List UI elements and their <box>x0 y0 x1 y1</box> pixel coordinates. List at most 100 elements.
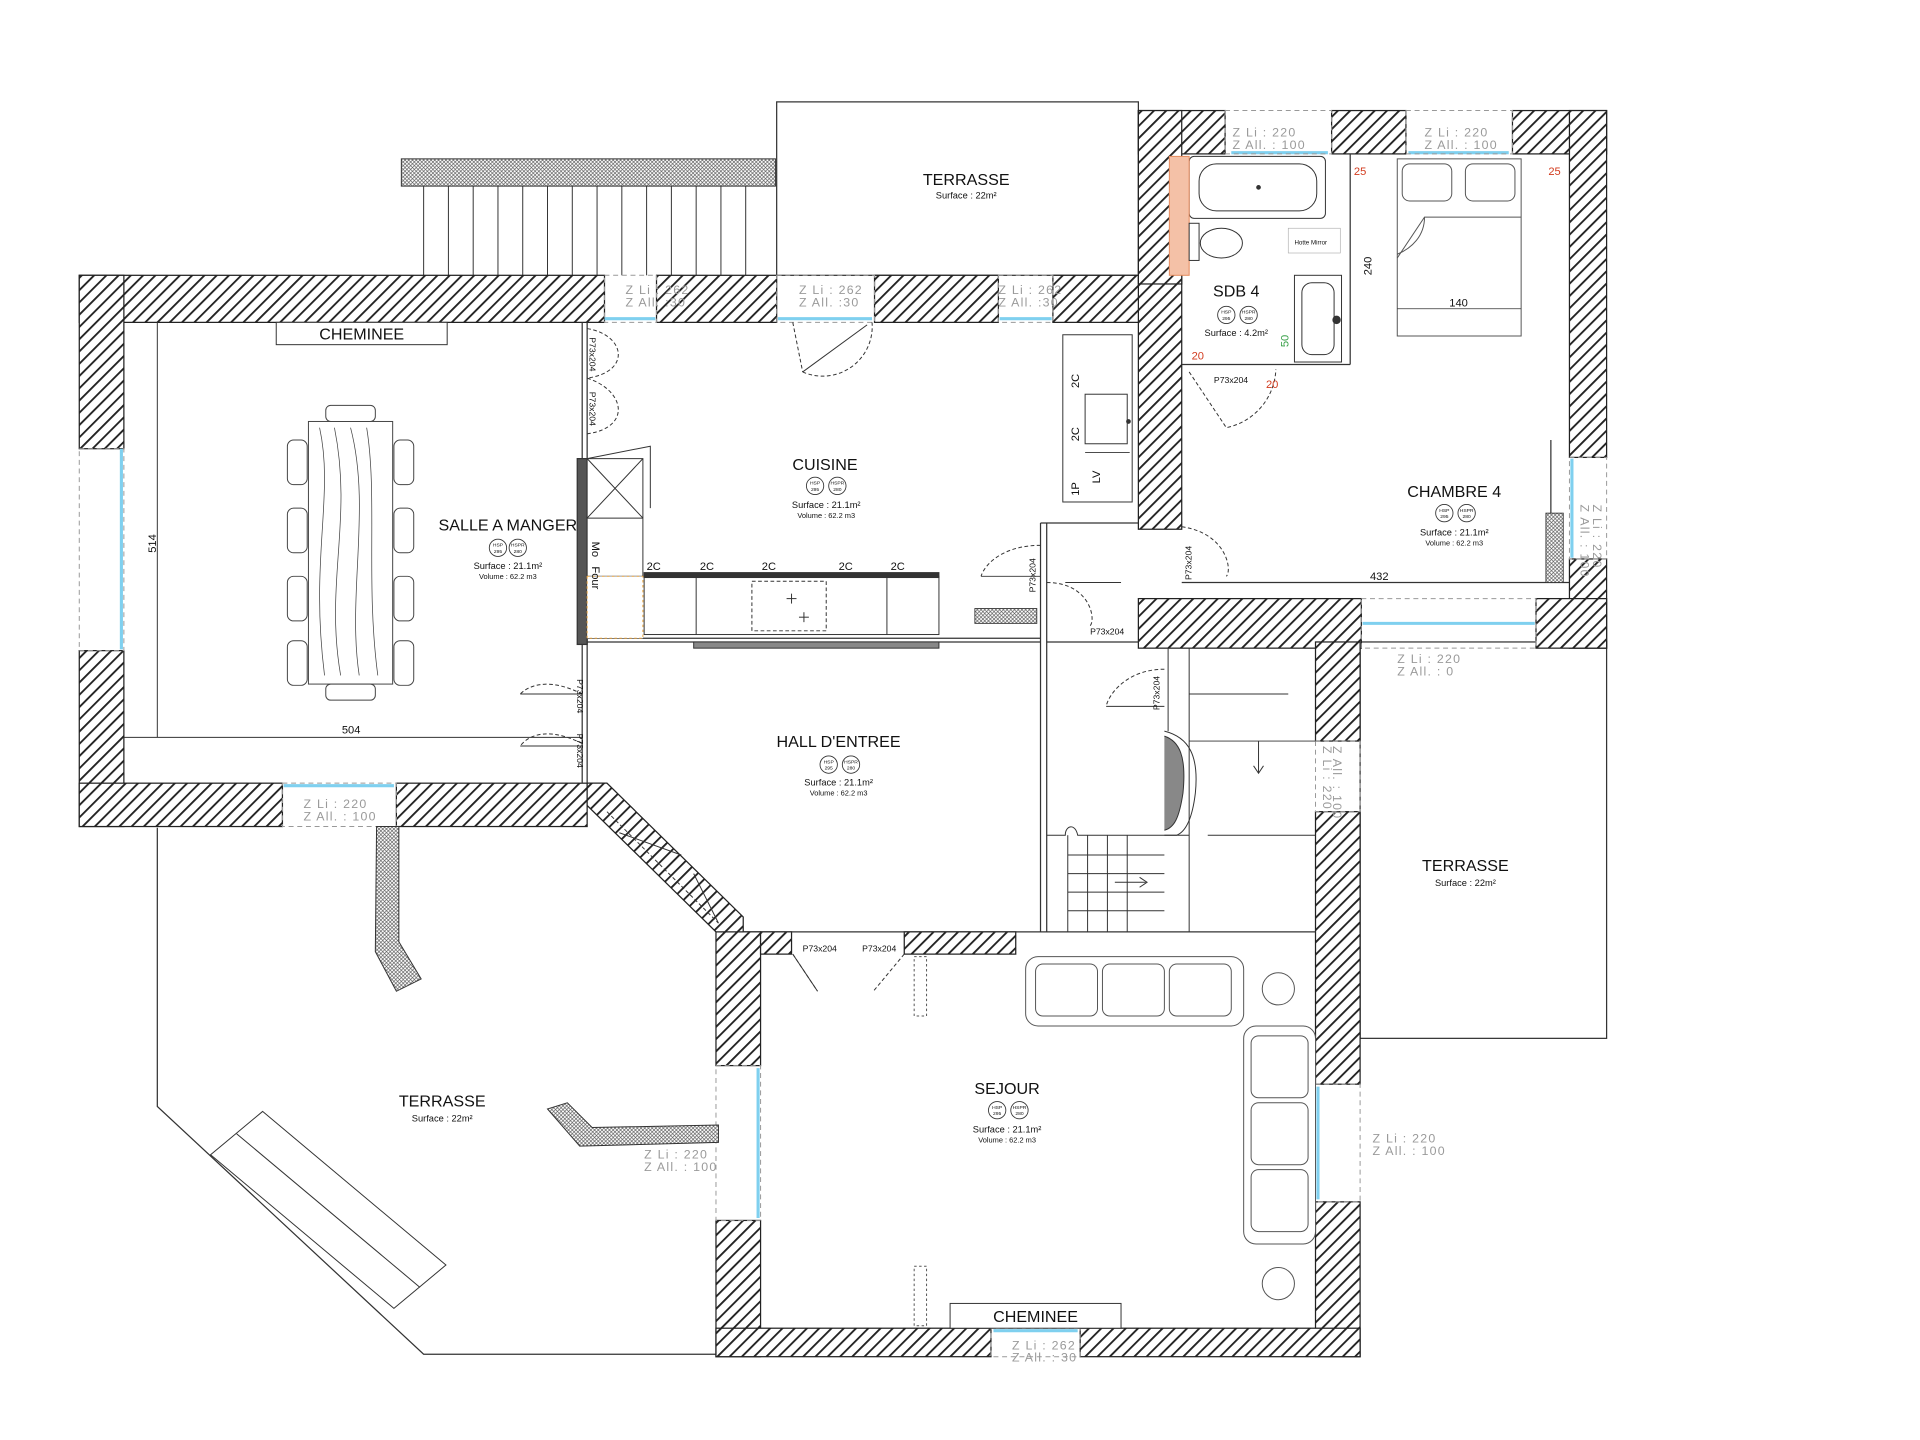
room-surface: Surface : 22m² <box>936 191 997 201</box>
label-2c: 2C <box>700 561 714 573</box>
w-bedright-all: Z All. : 100 <box>1578 504 1592 577</box>
room-surface: Surface : 21.1m² <box>973 1124 1042 1134</box>
w-stair-all: Z All. : 100 <box>1330 746 1344 819</box>
dim-432: 432 <box>1370 571 1389 583</box>
w-sejour-left-li: Z Li : 220 <box>644 1148 708 1162</box>
svg-text:280: 280 <box>833 487 841 493</box>
svg-text:295: 295 <box>993 1111 1001 1117</box>
label-2c: 2C <box>839 561 853 573</box>
svg-text:HSPR: HSPR <box>1242 310 1256 316</box>
room-name: CHAMBRE 4 <box>1407 483 1501 501</box>
dim-25a: 25 <box>1354 166 1366 178</box>
hsp-badges: HSP 295 HSPR 280 <box>1217 305 1258 325</box>
room-name: TERRASSE <box>399 1092 486 1110</box>
terrace-bench <box>209 1110 447 1310</box>
w-top1-li: Z Li : 220 <box>1233 126 1297 140</box>
svg-text:HSPR: HSPR <box>844 759 858 765</box>
label-2c: 2C <box>891 561 905 573</box>
label-2c: 2C <box>762 561 776 573</box>
w-stair-li: Z Li : 220 <box>1320 746 1334 810</box>
walls <box>78 109 1608 1358</box>
w-bedbottom-li: Z Li : 220 <box>1397 652 1461 666</box>
fireplace-top: CHEMINEE <box>275 321 448 346</box>
doors <box>519 322 1277 992</box>
svg-text:295: 295 <box>494 549 502 555</box>
room-surface: Surface : 22m² <box>412 1113 473 1123</box>
fireplace-bottom: CHEMINEE <box>949 1302 1122 1329</box>
hsp-badges: HSP 295 HSPR 280 <box>1435 504 1476 523</box>
w-k3-all: Z All. :30 <box>998 295 1059 309</box>
svg-text:HSPR: HSPR <box>1460 508 1474 514</box>
dim-25b: 25 <box>1548 166 1560 178</box>
hsp-badges: HSP 295 HSPR 280 <box>819 755 861 774</box>
svg-text:HSP: HSP <box>824 759 835 765</box>
room-volume: Volume : 62.2 m3 <box>810 789 868 798</box>
w-bedright-li: Z Li : 220 <box>1590 504 1604 568</box>
door-label: P73x204 <box>575 734 585 768</box>
room-terrasse-top: TERRASSE Surface : 22m² <box>923 171 1010 201</box>
w-k2-li: Z Li : 262 <box>799 283 863 297</box>
door-label: P73x204 <box>588 337 598 371</box>
svg-text:280: 280 <box>1463 514 1471 520</box>
w-k2-all: Z All. :30 <box>799 295 860 309</box>
door-label: P73x204 <box>1028 558 1038 592</box>
room-terrasse-left: TERRASSE Surface : 22m² <box>399 1092 486 1123</box>
room-surface: Surface : 21.1m² <box>804 778 873 788</box>
room-salle-a-manger: SALLE A MANGER HSP 295 HSPR 280 Surface … <box>439 516 578 580</box>
dim-240: 240 <box>1362 257 1374 276</box>
pergola <box>400 158 776 276</box>
w-bedbottom-all: Z All. : 0 <box>1397 664 1454 678</box>
door-label: P73x204 <box>575 679 585 713</box>
svg-text:HSP: HSP <box>1439 508 1450 514</box>
room-cuisine: CUISINE HSP 295 HSPR 280 Surface : 21.1m… <box>792 456 861 520</box>
door-label: P73x204 <box>803 944 837 954</box>
hsp-badges: HSP 295 HSPR 280 <box>988 1101 1029 1120</box>
door-label: P73x204 <box>1090 627 1124 637</box>
room-surface: Surface : 21.1m² <box>474 561 543 571</box>
svg-text:280: 280 <box>514 549 522 555</box>
w-k3-li: Z Li : 262 <box>998 283 1062 297</box>
hsp-badges: HSP 295 HSPR 280 <box>488 538 527 557</box>
label-2c: 2C <box>647 561 661 573</box>
door-label: P73x204 <box>1214 375 1248 385</box>
dimensions: 514 504 240 140 432 25 25 20 20 50 <box>147 166 1561 737</box>
dim-50: 50 <box>1279 335 1291 347</box>
hotte-label: Hotte Mirror <box>1294 239 1327 246</box>
window-labels: Z Li : 220 Z All. : 100 Z Li : 220 Z All… <box>303 126 1603 1365</box>
room-name: TERRASSE <box>1422 857 1509 875</box>
w-sejour-left-all: Z All. : 100 <box>644 1160 717 1174</box>
w-top2-all: Z All. : 100 <box>1425 138 1498 152</box>
svg-text:280: 280 <box>1015 1111 1023 1117</box>
kitchen-counter <box>586 334 1133 649</box>
w-sejour-bottom-li: Z Li : 262 <box>1012 1338 1076 1352</box>
room-hall-entree: HALL D'ENTREE HSP 295 HSPR 280 Surface :… <box>777 733 901 797</box>
w-sejour-bottom-all: Z All. : 30 <box>1012 1351 1077 1365</box>
door-label: P73x204 <box>588 392 598 426</box>
w-top2-li: Z Li : 220 <box>1425 126 1489 140</box>
room-name: TERRASSE <box>923 171 1010 189</box>
label-mo: Mo <box>589 542 601 557</box>
w-salle-all: Z All. : 100 <box>303 809 376 823</box>
kitchen-labels: 2C 2C 2C 2C 2C 2C 2C LV 1P Mo Four <box>589 374 1103 590</box>
dining-table <box>286 404 415 701</box>
label-lv: LV <box>1091 470 1103 483</box>
dim-20a: 20 <box>1192 351 1204 363</box>
svg-text:295: 295 <box>811 487 819 493</box>
door-label: P73x204 <box>1151 676 1161 710</box>
door-label: P73x204 <box>1184 546 1194 580</box>
w-k1-li: Z Li : 262 <box>626 283 690 297</box>
room-surface: Surface : 21.1m² <box>792 500 861 510</box>
room-name: SEJOUR <box>974 1080 1039 1098</box>
door-labels: P73x204 P73x204 P73x204 P73x204 P73x204 … <box>575 337 1248 953</box>
dim-514: 514 <box>147 534 159 553</box>
room-terrasse-right: TERRASSE Surface : 22m² <box>1422 857 1509 888</box>
room-surface: Surface : 22m² <box>1435 878 1496 888</box>
svg-text:HSP: HSP <box>493 543 504 549</box>
dim-140: 140 <box>1449 297 1468 309</box>
terrace-blocks <box>374 826 719 1147</box>
svg-text:HSPR: HSPR <box>831 481 845 487</box>
room-volume: Volume : 62.2 m3 <box>1425 538 1483 547</box>
windows-glazing <box>119 151 1574 1333</box>
room-name: CUISINE <box>792 456 858 474</box>
svg-text:280: 280 <box>847 766 855 772</box>
